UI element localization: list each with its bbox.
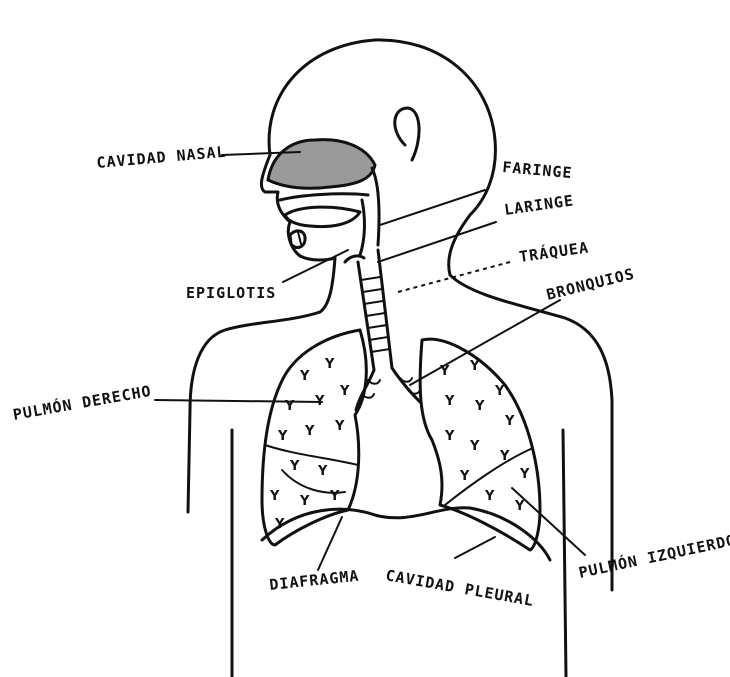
leader-faringe	[380, 190, 485, 225]
label-pulmon-izquierdo: PULMÓN IZQUIERDO	[577, 530, 730, 582]
leader-cavidad-pleural	[455, 537, 495, 558]
label-laringe: LARINGE	[503, 191, 575, 219]
leader-diafragma	[318, 517, 342, 570]
alveolus-mark: Y	[469, 439, 480, 454]
alveolus-mark: Y	[324, 357, 335, 372]
alveolus-mark: Y	[289, 459, 300, 474]
leader-bronquios	[410, 300, 560, 385]
right-lung-fissure	[265, 445, 358, 465]
leader-epiglotis	[283, 250, 348, 282]
alveolus-mark: Y	[444, 429, 455, 444]
leader-pulmon-derecho	[155, 400, 322, 402]
label-bronquios: BRONQUIOS	[545, 265, 637, 304]
leader-traquea	[398, 262, 510, 292]
alveolus-mark: Y	[334, 419, 345, 434]
alveoli-marks: Y Y Y Y Y Y Y Y Y Y Y Y Y Y Y Y Y Y Y Y …	[269, 357, 530, 532]
alveolus-mark: Y	[317, 464, 328, 479]
alveolus-mark: Y	[504, 414, 515, 429]
label-pulmon-derecho: PULMÓN DERECHO	[11, 381, 153, 424]
alveolus-mark: Y	[469, 359, 480, 374]
label-traquea: TRÁQUEA	[518, 237, 590, 266]
alveolus-mark: Y	[514, 499, 525, 514]
alveolus-mark: Y	[494, 384, 505, 399]
alveolus-mark: Y	[519, 467, 530, 482]
label-cavidad-pleural: CAVIDAD PLEURAL	[384, 566, 535, 610]
alveolus-mark: Y	[304, 424, 315, 439]
alveolus-mark: Y	[299, 494, 310, 509]
alveolus-mark: Y	[339, 384, 350, 399]
alveolus-mark: Y	[277, 429, 288, 444]
trachea-shape	[358, 250, 392, 370]
oral-cavity	[280, 194, 368, 248]
left-lung-shape	[420, 339, 540, 550]
alveolus-mark: Y	[459, 469, 470, 484]
alveolus-mark: Y	[474, 399, 485, 414]
alveolus-mark: Y	[499, 449, 510, 464]
label-faringe: FARINGE	[502, 158, 574, 182]
leader-laringe	[378, 222, 496, 262]
label-epiglotis: EPIGLOTIS	[186, 284, 276, 302]
alveolus-mark: Y	[299, 369, 310, 384]
nasal-cavity-shape	[268, 140, 375, 189]
alveolus-mark: Y	[269, 489, 280, 504]
alveolus-mark: Y	[329, 489, 340, 504]
alveolus-mark: Y	[444, 394, 455, 409]
label-diafragma: DIAFRAGMA	[269, 567, 361, 594]
alveolus-mark: Y	[484, 489, 495, 504]
label-cavidad-nasal: CAVIDAD NASAL	[96, 143, 227, 172]
